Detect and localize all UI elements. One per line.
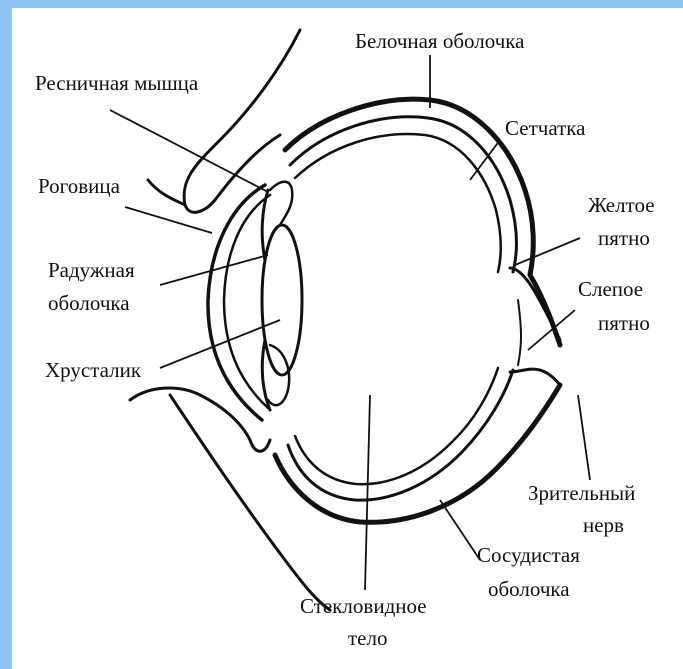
- upper-eyelid: [184, 30, 300, 212]
- label-optic-nerve-1: Зрительный: [528, 481, 635, 505]
- label-macula-2: пятно: [598, 226, 650, 250]
- label-ciliary-muscle: Ресничная мышца: [35, 71, 199, 95]
- label-retina: Сетчатка: [505, 116, 586, 140]
- upper-eyelid-lash: [148, 180, 185, 205]
- cornea-outline: [208, 185, 265, 420]
- choroid-upper: [290, 117, 516, 272]
- retina-upper: [295, 134, 501, 272]
- label-vitreous-2: тело: [348, 626, 387, 650]
- leader-choroid: [440, 500, 480, 560]
- label-iris-2: оболочка: [48, 291, 130, 315]
- label-iris-1: Радужная: [48, 258, 135, 282]
- label-cornea: Роговица: [38, 174, 121, 198]
- leader-retina: [470, 140, 500, 180]
- retina-lower: [295, 368, 498, 484]
- sclera-outline-lower: [275, 385, 560, 522]
- leader-vitreous: [365, 395, 370, 590]
- leader-macula: [515, 238, 580, 265]
- label-sclera: Белочная оболочка: [355, 29, 525, 53]
- label-vitreous-1: Стекловидное: [300, 594, 427, 618]
- optic-nerve-bottom: [510, 369, 560, 385]
- label-blind-spot-2: пятно: [598, 311, 650, 335]
- label-lens: Хрусталик: [45, 358, 142, 382]
- ciliary-body-top: [270, 182, 292, 225]
- label-blind-spot-1: Слепое: [578, 277, 643, 301]
- lower-face-line: [170, 395, 330, 610]
- leader-optic-nerve: [578, 395, 590, 480]
- label-choroid-2: оболочка: [488, 577, 570, 601]
- label-optic-nerve-2: нерв: [583, 513, 624, 537]
- choroid-lower: [288, 370, 513, 500]
- optic-nerve-mid: [518, 300, 521, 365]
- label-macula-1: Желтое: [588, 193, 655, 217]
- label-choroid-1: Сосудистая: [477, 543, 580, 567]
